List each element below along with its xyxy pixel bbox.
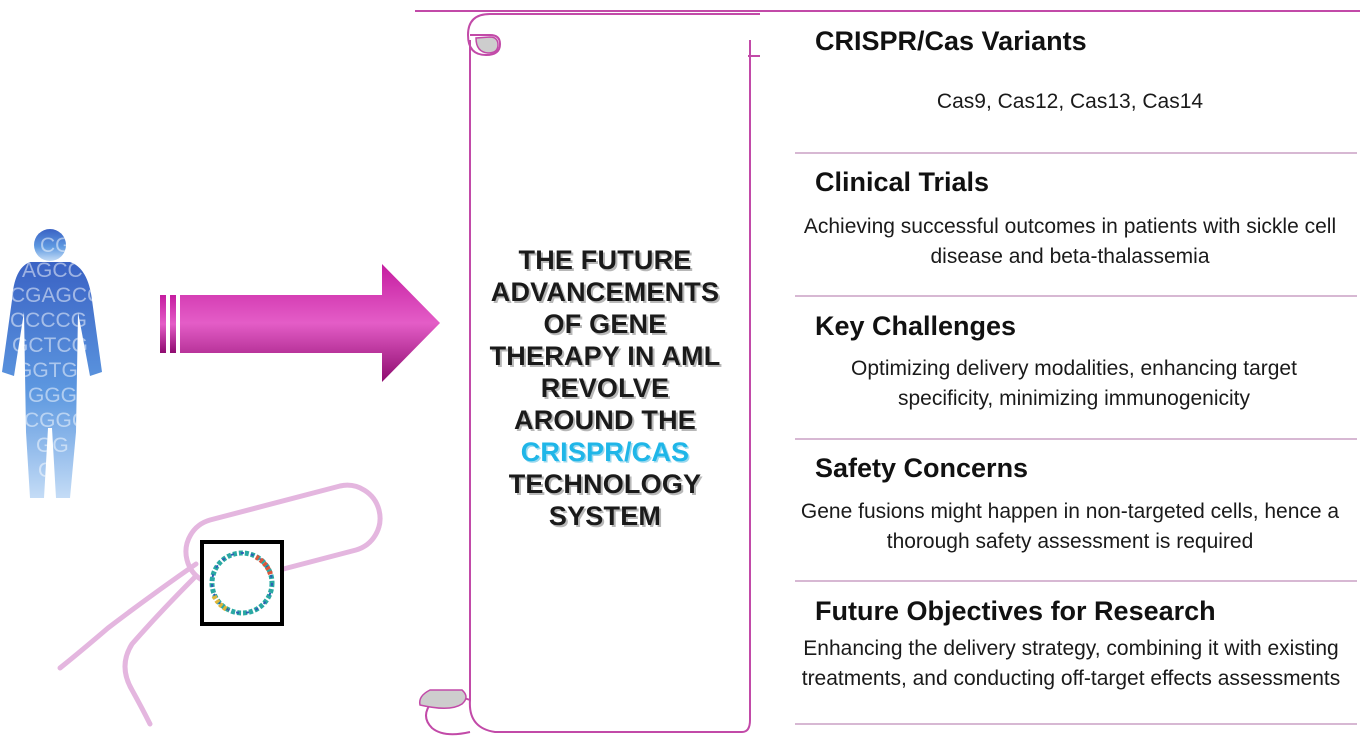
center-title: THE FUTURE ADVANCEMENTS OF GENE THERAPY … <box>470 244 740 532</box>
title-highlight-crispr: CRISPR/CAS <box>520 437 690 467</box>
section-title-key-challenges: Key Challenges <box>815 311 1017 341</box>
section-title-crispr-variants: CRISPR/Cas Variants <box>815 26 1087 56</box>
bacterium-outline <box>57 482 383 727</box>
magenta-arrow <box>160 264 440 382</box>
dna-letter-row: CG <box>40 234 72 257</box>
dna-letter-row: GGG <box>28 384 77 407</box>
plasmid-box <box>200 540 284 626</box>
section-title-clinical-trials: Clinical Trials <box>815 167 990 197</box>
scroll-banner <box>418 13 760 736</box>
dna-letter-row: AGCC <box>22 259 83 282</box>
dna-letter-row: G <box>38 459 54 482</box>
title-line-7: TECHNOLOGY <box>508 469 702 499</box>
title-line-3: OF GENE <box>543 309 667 339</box>
dna-letter-row: GCTCG <box>12 334 88 357</box>
title-line-6: AROUND THE <box>514 405 696 435</box>
title-line-5: REVOLVE <box>540 373 670 403</box>
dna-letter-row: CGAGCC <box>10 284 102 307</box>
section-title-safety-concerns: Safety Concerns <box>815 453 1029 483</box>
section-body-clinical-trials: Achieving successful outcomes in patient… <box>803 215 1337 268</box>
scroll-bottom-curl <box>418 689 467 709</box>
dna-letter-row: CCCCG <box>10 309 87 332</box>
title-line-4: THERAPY IN AML <box>489 341 721 371</box>
top-divider <box>415 10 1360 12</box>
dna-letter-row: CGGC <box>24 409 87 432</box>
section-body-crispr-variants: Cas9, Cas12, Cas13, Cas14 <box>936 90 1204 113</box>
dna-letter-row: GGTG <box>16 359 78 382</box>
dna-letter-row: GG <box>36 434 69 457</box>
divider-1 <box>795 152 1357 154</box>
section-title-future-objectives: Future Objectives for Research <box>815 596 1216 626</box>
section-body-future-objectives: Enhancing the delivery strategy, combini… <box>801 637 1341 690</box>
divider-5 <box>795 723 1357 725</box>
divider-2 <box>795 295 1357 297</box>
title-line-2: ADVANCEMENTS <box>490 277 720 307</box>
title-line-1: THE FUTURE <box>518 245 692 275</box>
divider-4 <box>795 580 1357 582</box>
title-line-8: SYSTEM <box>548 501 662 531</box>
section-body-key-challenges: Optimizing delivery modalities, enhancin… <box>851 357 1297 410</box>
divider-3 <box>795 438 1357 440</box>
scroll-top-curl <box>475 36 499 54</box>
section-body-safety-concerns: Gene fusions might happen in non-targete… <box>800 500 1340 553</box>
